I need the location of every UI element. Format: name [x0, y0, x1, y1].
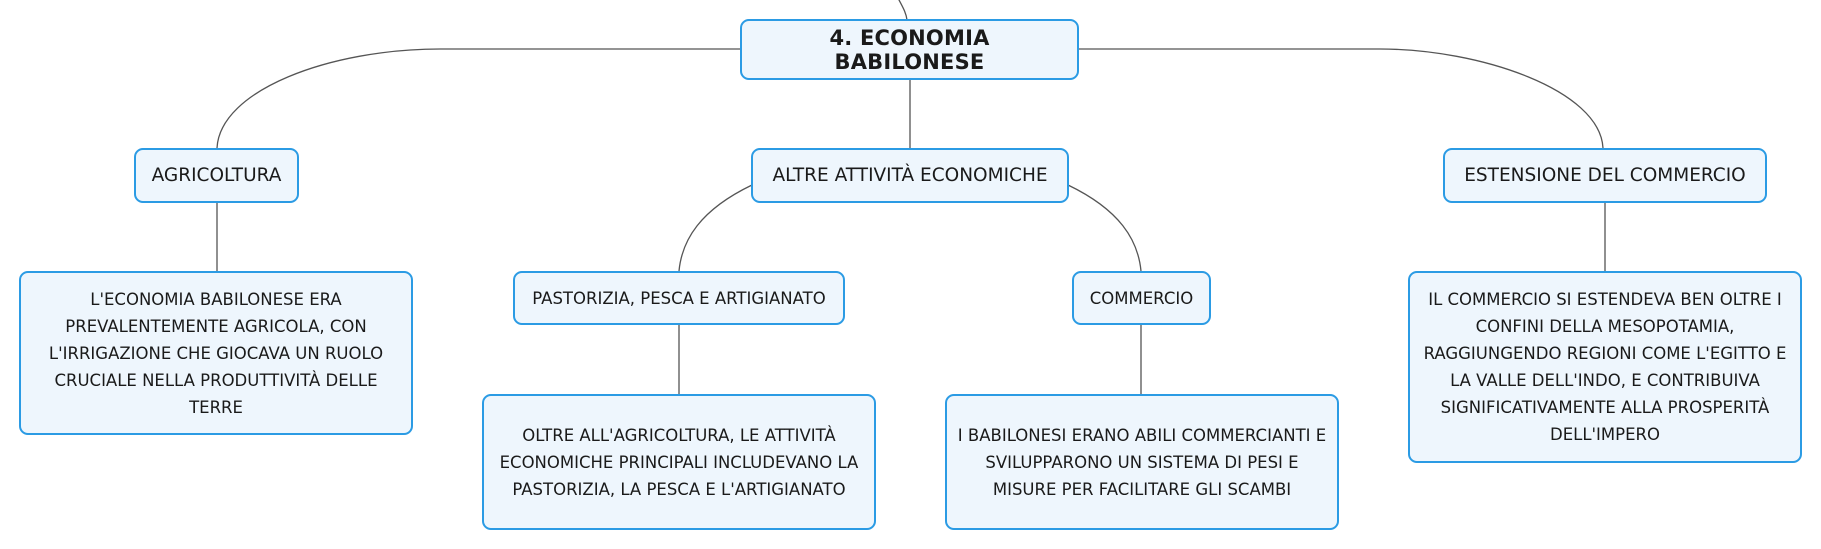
- detail-agricoltura[interactable]: L'ECONOMIA BABILONESE ERA PREVALENTEMENT…: [19, 271, 413, 435]
- node-estensione-del-commercio[interactable]: ESTENSIONE DEL COMMERCIO: [1443, 148, 1767, 203]
- detail-commercio[interactable]: I BABILONESI ERANO ABILI COMMERCIANTI E …: [945, 394, 1339, 530]
- node-commercio[interactable]: COMMERCIO: [1072, 271, 1211, 325]
- pastorizia-label: PASTORIZIA, PESCA E ARTIGIANATO: [532, 288, 826, 308]
- detail-pastorizia-pesca-artigianato[interactable]: OLTRE ALL'AGRICOLTURA, LE ATTIVITÀ ECONO…: [482, 394, 876, 530]
- node-agricoltura[interactable]: AGRICOLTURA: [134, 148, 299, 203]
- detail-estensione-del-commercio[interactable]: IL COMMERCIO SI ESTENDEVA BEN OLTRE I CO…: [1408, 271, 1802, 463]
- pastorizia-detail-text: OLTRE ALL'AGRICOLTURA, LE ATTIVITÀ ECONO…: [499, 425, 859, 499]
- connector-root-to-agricoltura: [216, 48, 740, 149]
- connector-altre-to-pastorizia: [678, 184, 753, 272]
- node-altre-attivita-economiche[interactable]: ALTRE ATTIVITÀ ECONOMICHE: [751, 148, 1069, 203]
- root-node[interactable]: 4. ECONOMIA BABILONESE: [740, 19, 1079, 80]
- estensione-label: ESTENSIONE DEL COMMERCIO: [1464, 165, 1746, 186]
- connector-altre-to-commercio: [1067, 184, 1142, 272]
- commercio-detail-text: I BABILONESI ERANO ABILI COMMERCIANTI E …: [957, 425, 1327, 499]
- agricoltura-label: AGRICOLTURA: [151, 165, 282, 186]
- node-pastorizia-pesca-artigianato[interactable]: PASTORIZIA, PESCA E ARTIGIANATO: [513, 271, 845, 325]
- estensione-detail-text: IL COMMERCIO SI ESTENDEVA BEN OLTRE I CO…: [1423, 290, 1787, 444]
- connector-root-to-estensione: [1078, 48, 1604, 149]
- agricoltura-detail-text: L'ECONOMIA BABILONESE ERA PREVALENTEMENT…: [48, 289, 384, 417]
- altre-attivita-label: ALTRE ATTIVITÀ ECONOMICHE: [772, 165, 1048, 186]
- commercio-label: COMMERCIO: [1089, 288, 1194, 308]
- connector-parent-to-root: [898, 0, 908, 21]
- root-label: 4. ECONOMIA BABILONESE: [829, 25, 990, 74]
